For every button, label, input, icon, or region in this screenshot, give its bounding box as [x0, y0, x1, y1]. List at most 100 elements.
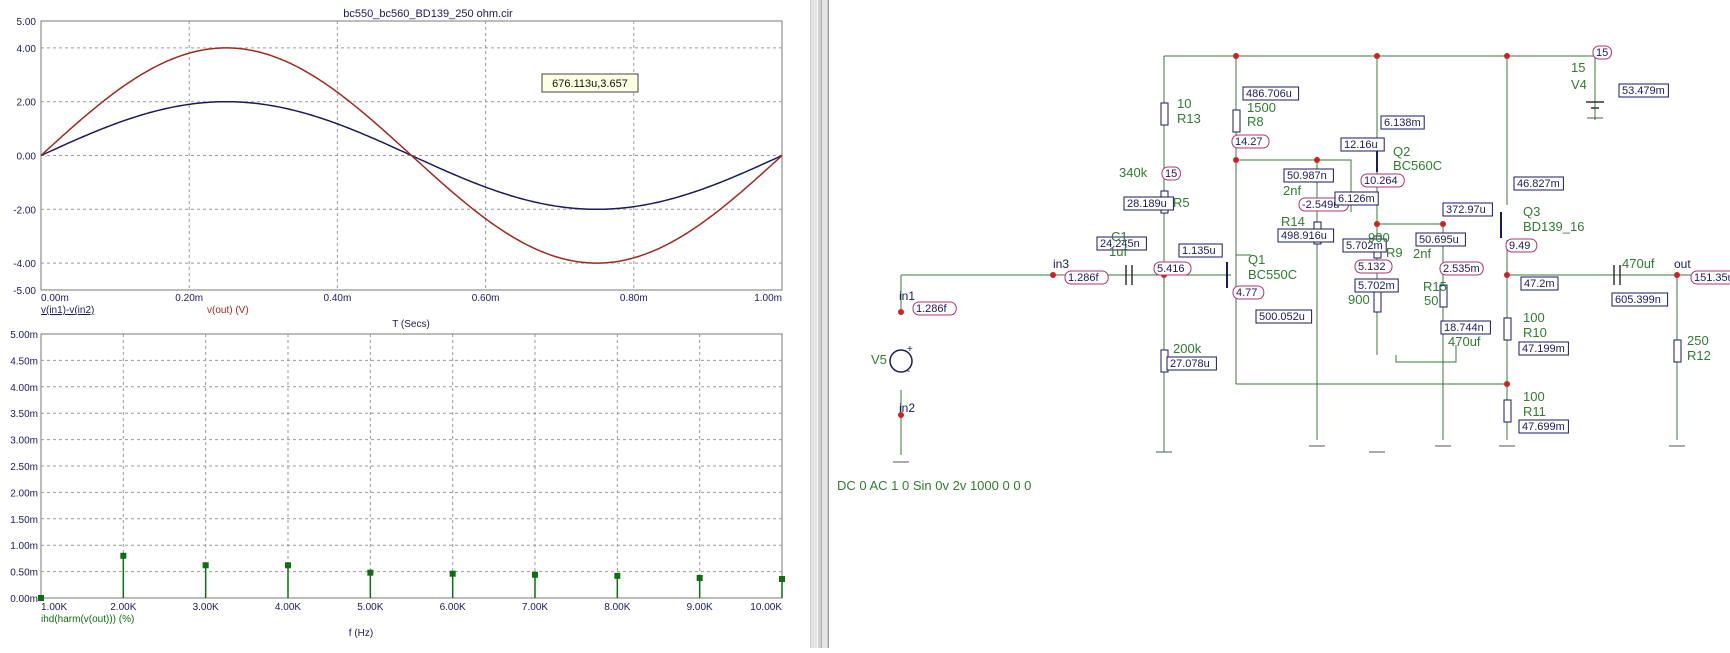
harmonic-y-tick-label: 1.00m — [10, 541, 38, 552]
voltage-source-v5[interactable] — [889, 349, 913, 373]
schematic-current-label: 605.399n — [1615, 294, 1661, 306]
junction-dot — [1233, 53, 1239, 59]
schematic-current-label: 47.2m — [1524, 278, 1555, 290]
junction-dot — [1233, 157, 1239, 163]
junction-dots — [898, 53, 1680, 418]
schematic-component-label: 340k — [1119, 165, 1148, 180]
schematic-component-label: 900 — [1368, 230, 1390, 245]
schematic-voltage-label: 5.132 — [1358, 261, 1386, 273]
harmonic-x-label: f (Hz) — [349, 628, 373, 639]
schematic-component-label: R15 — [1423, 279, 1447, 294]
transient-grid — [41, 21, 782, 290]
schematic-canvas[interactable]: 1553.479m15V410R13486.706u1500R814.276.1… — [829, 0, 1730, 648]
transient-y-ticks: 5.004.002.000.00-2.00-4.00-5.00 — [13, 17, 36, 297]
ground-symbols — [893, 117, 1685, 463]
harmonic-x-tick-label: 6.00K — [440, 602, 466, 613]
transient-x-tick-label: 1.00m — [754, 293, 782, 304]
harmonic-marker — [38, 595, 44, 601]
schematic-voltage-label: 9.49 — [1509, 240, 1530, 252]
schematic-component-label: 1500 — [1247, 100, 1276, 115]
harmonic-bars — [38, 552, 785, 601]
legend-vout[interactable]: v(out) (V) — [207, 305, 249, 316]
schematic-component-label: R11 — [1523, 404, 1546, 419]
transient-x-tick-label: 0.20m — [175, 293, 203, 304]
schematic-voltage-label: 15 — [1596, 47, 1608, 59]
schematic-component-label: 2nf — [1283, 183, 1301, 198]
schematic-component-label: R13 — [1177, 111, 1201, 126]
harmonic-x-tick-label: 5.00K — [357, 602, 383, 613]
harmonic-plot-area[interactable] — [40, 333, 783, 599]
schematic-component-label: 470uf — [1622, 256, 1655, 271]
schematic-component-label: 15 — [1571, 60, 1585, 75]
schematic-voltage-label: 14.27 — [1235, 136, 1263, 148]
cursor-readout[interactable]: 676.113u,3.657 — [541, 73, 639, 93]
schematic-component-label: 100 — [1523, 310, 1545, 325]
harmonic-y-ticks: 5.00m4.50m4.00m3.50m3.00m2.50m2.00m1.50m… — [10, 330, 38, 605]
schematic-voltage-label: 5.416 — [1157, 263, 1185, 275]
transient-y-tick-label: -5.00 — [13, 286, 36, 297]
schematic-current-label: 1.135u — [1182, 245, 1216, 257]
schematic-component-label: 2nf — [1413, 246, 1431, 261]
harmonic-y-tick-label: 4.50m — [10, 356, 38, 367]
transient-x-tick-label: 0.40m — [324, 293, 352, 304]
schematic-current-label: 5.702m — [1358, 280, 1395, 292]
harmonic-marker — [120, 552, 127, 559]
harmonic-marker — [367, 569, 374, 576]
junction-dot — [1504, 381, 1510, 387]
transient-x-label: T (Secs) — [392, 319, 430, 330]
schematic-current-label: 46.827m — [1517, 178, 1560, 190]
schematic-current-label: 50.695u — [1419, 234, 1459, 246]
harmonic-x-tick-label: 10.00K — [750, 602, 782, 613]
schematic-component-label: 900 — [1348, 292, 1370, 307]
schematic-component-label: 100 — [1523, 389, 1545, 404]
harmonic-grid — [41, 334, 782, 598]
schematic-component-label: 10 — [1177, 96, 1191, 111]
harmonic-y-tick-label: 4.00m — [10, 383, 38, 394]
harmonic-y-tick-label: 1.50m — [10, 515, 38, 526]
harmonic-y-tick-label: 2.50m — [10, 462, 38, 473]
split-divider[interactable] — [810, 0, 828, 648]
schematic-voltage-label: 151.35u — [1694, 272, 1730, 284]
plot-canvas[interactable]: bc550_bc560_BD139_250 ohm.cir 5.004.002.… — [0, 0, 810, 648]
divider-grip[interactable] — [817, 0, 822, 648]
harmonic-y-tick-label: 3.00m — [10, 436, 38, 447]
schematic-component-label: 470uf — [1448, 334, 1481, 349]
junction-dot — [898, 309, 904, 315]
source-spec-text: DC 0 AC 1 0 Sin 0v 2v 1000 0 0 0 — [837, 478, 1031, 493]
harmonic-x-tick-label: 4.00K — [275, 602, 301, 613]
wires — [900, 55, 1730, 455]
schematic-component-label: R14 — [1281, 214, 1305, 229]
schematic-component-label: R8 — [1247, 114, 1264, 129]
schematic-component-label: R5 — [1173, 195, 1190, 210]
junction-dot — [1050, 272, 1056, 278]
schematic-voltage-label: 10.264 — [1364, 175, 1398, 187]
legend-ihd[interactable]: ihd(harm(v(out))) (%) — [41, 614, 134, 625]
harmonic-marker — [449, 570, 456, 577]
junction-dot — [1504, 272, 1510, 278]
schematic-component-label: R9 — [1386, 245, 1403, 260]
series-vout-line[interactable] — [40, 47, 783, 264]
harmonic-y-tick-label: 0.50m — [10, 568, 38, 579]
schematic-component-label: BC560C — [1393, 158, 1442, 173]
legend-vin[interactable]: v(in1)-v(in2) — [41, 305, 94, 316]
schematic-current-label: 27.078u — [1170, 358, 1210, 370]
schematic-current-label: 50.987n — [1287, 170, 1327, 182]
plot-title: bc550_bc560_BD139_250 ohm.cir — [343, 8, 513, 20]
schematic-node-label: in3 — [1053, 257, 1069, 271]
harmonic-y-tick-label: 5.00m — [10, 330, 38, 341]
schematic-current-label: 47.699m — [1522, 421, 1565, 433]
schematic-component-label: 50 — [1424, 293, 1438, 308]
schematic-current-label: 18.744n — [1444, 322, 1484, 334]
schematic-voltage-label: 2.535m — [1443, 263, 1480, 275]
junction-dot — [1674, 272, 1680, 278]
schematic-component-label: 200k — [1173, 341, 1202, 356]
harmonic-x-tick-label: 9.00K — [687, 602, 713, 613]
schematic-polarity-sign: + — [907, 344, 913, 355]
schematic-voltage-label: 1.286f — [1068, 272, 1100, 284]
junction-dot — [1374, 221, 1380, 227]
transient-x-tick-label: 0.80m — [620, 293, 648, 304]
schematic-current-label: 6.126m — [1338, 193, 1375, 205]
